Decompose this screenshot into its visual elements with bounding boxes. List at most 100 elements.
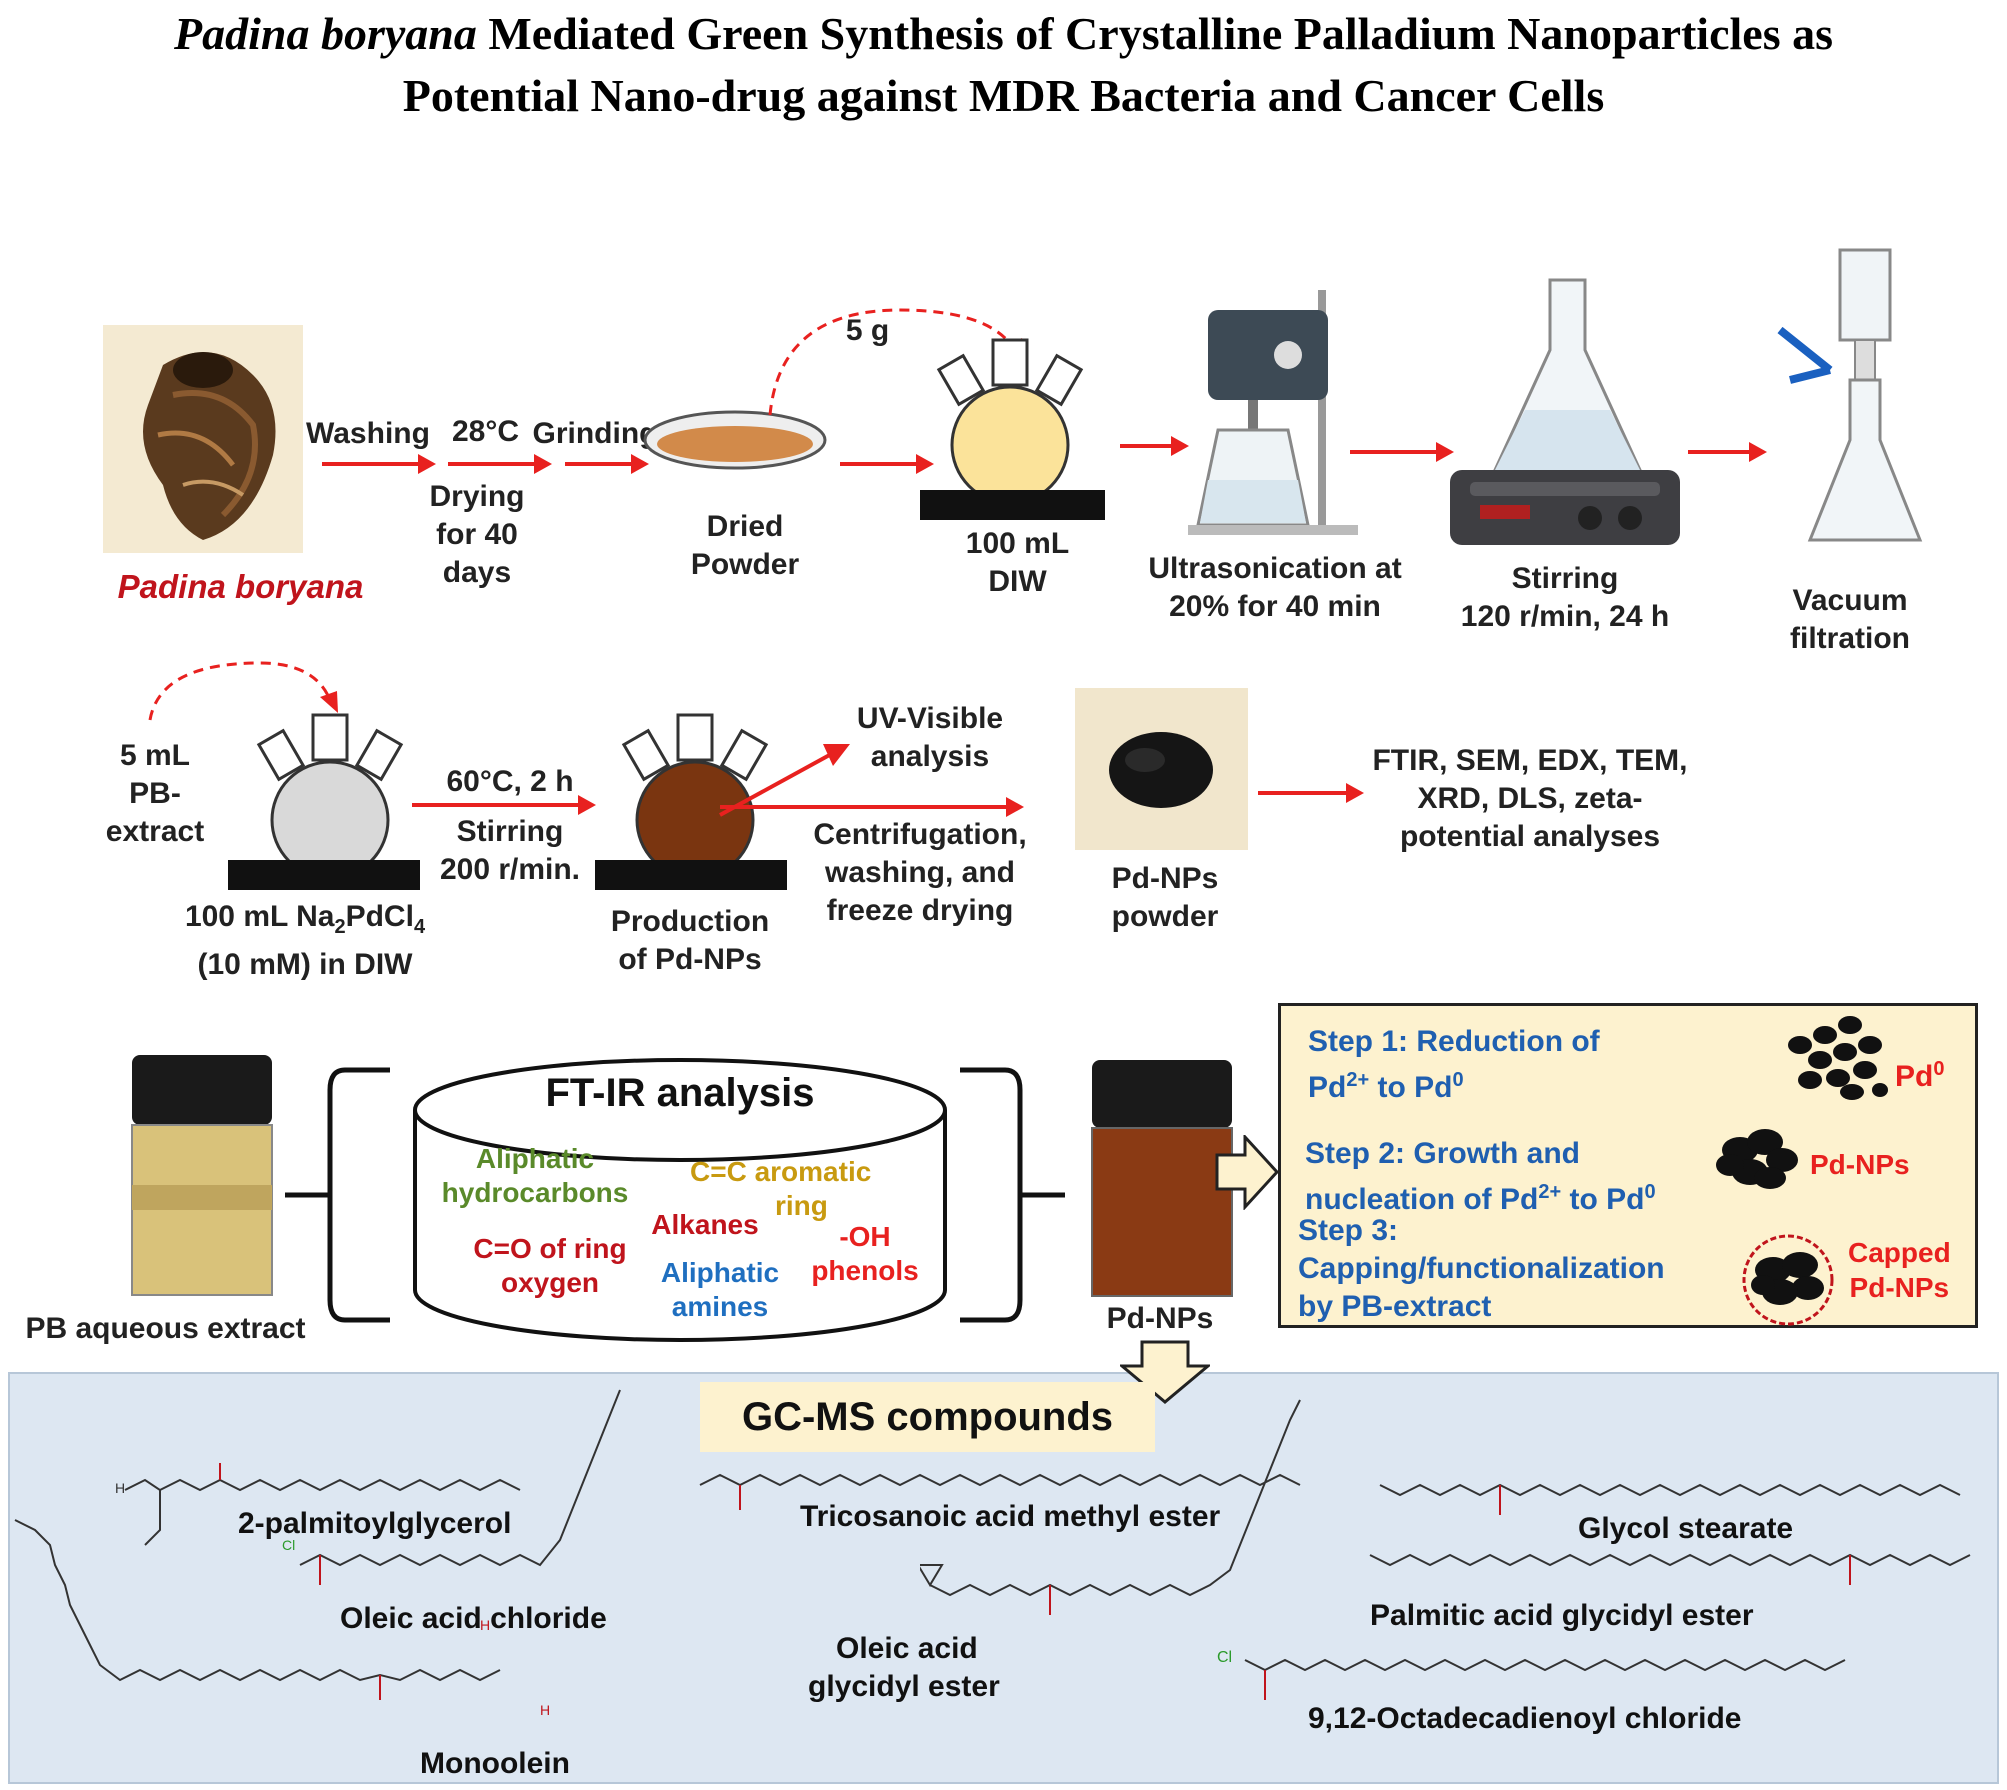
hollow-arrow-down bbox=[1120, 1340, 1210, 1404]
arrow-reaction bbox=[412, 795, 596, 815]
svg-text:H: H bbox=[540, 1702, 550, 1718]
conditions-line3: 200 r/min. bbox=[439, 853, 581, 886]
step2-line2: nucleation of Pd2+ to Pd0 bbox=[1305, 1173, 1705, 1219]
compound-oleic-glycidyl-1: Oleic acid bbox=[836, 1632, 978, 1665]
dried-powder-label: Dried Powder bbox=[670, 508, 820, 584]
extract-label: 5 mL PB- extract bbox=[90, 737, 220, 851]
conditions-label: 60°C, 2 h Stirring 200 r/min. bbox=[415, 763, 605, 889]
pb-extract-label: PB aqueous extract bbox=[25, 1312, 306, 1345]
extract-line3: extract bbox=[105, 815, 205, 848]
na-pdcl-text-b: PdCl bbox=[345, 900, 414, 933]
petri-dish-image bbox=[643, 410, 827, 470]
production-label: Production of Pd-NPs bbox=[590, 903, 790, 979]
arrow-analyses bbox=[1258, 783, 1364, 803]
step2-topd: to Pd bbox=[1561, 1183, 1645, 1216]
svg-text:Cl: Cl bbox=[282, 1537, 295, 1553]
pb-extract-vial-image bbox=[131, 1055, 273, 1296]
capped-line2: Pd-NPs bbox=[1849, 1272, 1950, 1303]
step2-sup-b: 0 bbox=[1644, 1181, 1656, 1203]
ultrasonication-label: Ultrasonication at 20% for 40 min bbox=[1130, 550, 1420, 626]
stirrer-image bbox=[1450, 278, 1680, 545]
molecule-palmitoylglycerol: H bbox=[115, 1463, 521, 1546]
pd0-text: Pd bbox=[1895, 1060, 1934, 1093]
figure-title: Padina boryana Mediated Green Synthesis … bbox=[0, 4, 2007, 64]
analyses-line1: FTIR, SEM, EDX, TEM, bbox=[1372, 744, 1688, 777]
molecule-tricosanoic bbox=[699, 1473, 1301, 1510]
molecule-oleic-glycidyl bbox=[920, 1399, 1301, 1615]
step3-text: Step 3: Capping/functionalization by PB-… bbox=[1298, 1212, 1718, 1326]
compound-glycol-stearate: Glycol stearate bbox=[1578, 1512, 1794, 1545]
step1-line2: Pd2+ to Pd0 bbox=[1308, 1061, 1728, 1107]
arrow-to-stirrer bbox=[1350, 442, 1454, 462]
na-pdcl-flask-image bbox=[256, 713, 404, 880]
step1-line1: Step 1: Reduction of bbox=[1308, 1025, 1600, 1058]
centrifugation-line1: Centrifugation, bbox=[813, 818, 1027, 851]
pd-powder-photo bbox=[1075, 688, 1248, 850]
ir-oh-phenols-line2: phenols bbox=[811, 1255, 919, 1286]
ultrasonication-line1: Ultrasonication at bbox=[1148, 552, 1402, 585]
extract-line1: 5 mL bbox=[119, 739, 191, 772]
compound-palmitic-glycidyl: Palmitic acid glycidyl ester bbox=[1370, 1599, 1754, 1632]
stirring-label: Stirring 120 r/min, 24 h bbox=[1440, 560, 1690, 636]
ir-aliphatic-amines: Aliphatic amines bbox=[645, 1256, 795, 1324]
ir-aliphatic-hc-line2: hydrocarbons bbox=[441, 1177, 629, 1208]
na-pdcl-text-a: 100 mL Na bbox=[184, 900, 335, 933]
ir-aliphatic-amines-line2: amines bbox=[671, 1291, 769, 1322]
production-flask-image bbox=[621, 713, 769, 880]
compound-palmitoylglycerol: 2-palmitoylglycerol bbox=[238, 1507, 512, 1540]
analyses-label: FTIR, SEM, EDX, TEM, XRD, DLS, zeta- pot… bbox=[1345, 742, 1715, 856]
compound-tricosanoic: Tricosanoic acid methyl ester bbox=[800, 1500, 1221, 1533]
conditions-line2: Stirring bbox=[456, 815, 564, 848]
figure-title-line2: Potential Nano-drug against MDR Bacteria… bbox=[402, 70, 1605, 121]
step2-pd: nucleation of Pd bbox=[1305, 1183, 1539, 1216]
drying-line2: for 40 bbox=[436, 518, 518, 551]
compound-oleic-glycidyl-2: glycidyl ester bbox=[808, 1670, 1000, 1703]
arrow-washing bbox=[322, 454, 436, 474]
stirring-line1: Stirring bbox=[1511, 562, 1619, 595]
diw-line2: DIW bbox=[988, 565, 1047, 598]
ir-cc-aromatic-line1: C=C aromatic bbox=[690, 1156, 872, 1187]
step3-line3: by PB-extract bbox=[1298, 1290, 1492, 1323]
diw-flask-stand bbox=[920, 490, 1105, 520]
mechanism-box bbox=[1278, 1003, 1978, 1328]
step2-line1: Step 2: Growth and bbox=[1305, 1137, 1581, 1170]
washing-label: Washing bbox=[306, 417, 430, 450]
amount-label: 5 g bbox=[845, 314, 890, 347]
drying-line3: days bbox=[442, 556, 512, 589]
dried-powder-line1: Dried bbox=[706, 510, 784, 543]
dried-powder-line2: Powder bbox=[690, 548, 800, 581]
pdnps-vial-label: Pd-NPs bbox=[1106, 1302, 1214, 1335]
ir-co-ring: C=O of ring oxygen bbox=[455, 1232, 645, 1300]
conditions-line1: 60°C, 2 h bbox=[446, 765, 574, 798]
pd0-sup: 0 bbox=[1933, 1058, 1945, 1080]
vacuum-line2: filtration bbox=[1790, 622, 1910, 655]
ir-co-ring-line2: oxygen bbox=[500, 1267, 600, 1298]
temp-label: 28°C bbox=[451, 415, 520, 448]
title-species: Padina boryana bbox=[174, 8, 477, 59]
na-pdcl-flask-stand bbox=[228, 860, 420, 890]
svg-text:H: H bbox=[115, 1480, 125, 1496]
padina-photo bbox=[103, 325, 303, 553]
right-brace bbox=[960, 1067, 1065, 1323]
drying-line1: Drying bbox=[429, 480, 525, 513]
drying-label: Drying for 40 days bbox=[412, 478, 542, 592]
ultrasonication-line2: 20% for 40 min bbox=[1169, 590, 1381, 623]
vacuum-line1: Vacuum bbox=[1792, 584, 1908, 617]
uv-label: UV-Visible analysis bbox=[840, 700, 1020, 776]
extract-line2: PB- bbox=[129, 777, 181, 810]
centrifugation-line2: washing, and bbox=[824, 856, 1016, 889]
molecule-octadecadienoyl: Cl bbox=[1217, 1649, 1846, 1700]
ir-oh-phenols-line1: -OH bbox=[839, 1221, 891, 1252]
uv-arrow bbox=[719, 744, 850, 817]
analyses-line3: potential analyses bbox=[1399, 820, 1661, 853]
grinding-label: Grinding bbox=[532, 417, 658, 450]
step1-topd: to Pd bbox=[1369, 1071, 1453, 1104]
capped-pdnps-icon bbox=[1742, 1234, 1834, 1326]
vacuum-label: Vacuum filtration bbox=[1775, 582, 1925, 658]
step1-text: Step 1: Reduction of Pd2+ to Pd0 bbox=[1308, 1023, 1728, 1107]
arrow-centrifugation bbox=[720, 797, 1024, 817]
compound-monoolein: Monoolein bbox=[420, 1747, 570, 1780]
capped-label: Capped Pd-NPs bbox=[1848, 1235, 1951, 1305]
analyses-line2: XRD, DLS, zeta- bbox=[1417, 782, 1643, 815]
arrow-to-filtration bbox=[1688, 442, 1767, 462]
